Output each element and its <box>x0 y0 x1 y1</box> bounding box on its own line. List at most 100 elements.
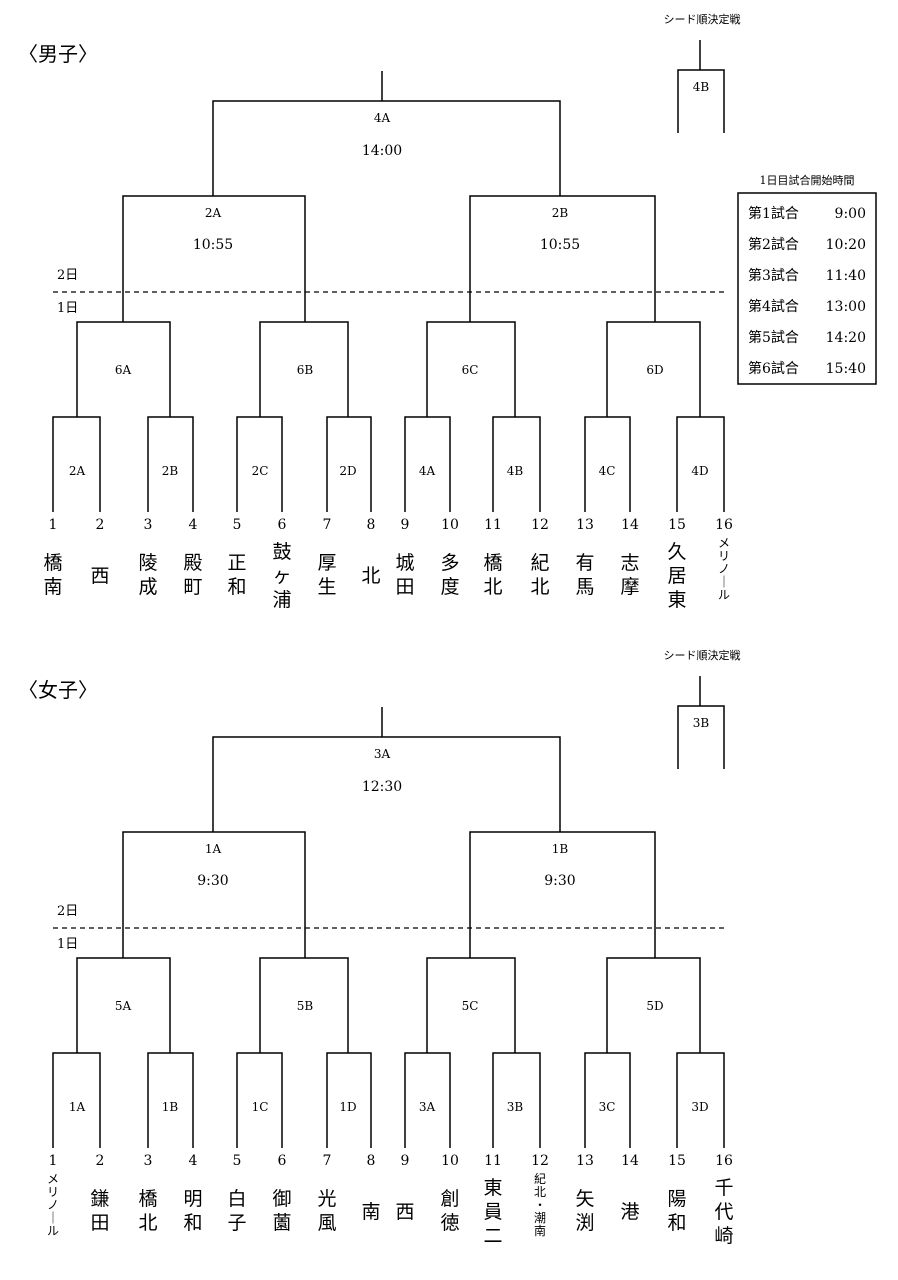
round1-match-code: 2B <box>162 464 179 478</box>
quarterfinal-match-code: 6B <box>297 363 314 377</box>
day1-label: 1日 <box>57 937 78 952</box>
team-name: 殿町 <box>183 552 202 598</box>
quarterfinal-match-line <box>76 957 171 1053</box>
round1-match-code: 3C <box>599 1100 616 1114</box>
team-number: 15 <box>668 517 686 533</box>
team-number: 12 <box>531 1153 549 1169</box>
final-match-line <box>212 100 561 196</box>
team-name: 多度 <box>440 552 459 598</box>
schedule-row-time: 11:40 <box>826 268 866 284</box>
team-name: 志摩 <box>620 552 639 598</box>
round1-match-line <box>236 416 283 512</box>
schedule-row-time: 9:00 <box>835 206 866 222</box>
schedule-box <box>737 192 877 385</box>
round1-match-line <box>404 1052 451 1148</box>
team-number: 2 <box>96 517 105 533</box>
round1-match-code: 1C <box>252 1100 269 1114</box>
team-number: 7 <box>323 1153 332 1169</box>
semifinal-match-line <box>122 831 306 958</box>
seed-match-code: 4B <box>693 80 710 94</box>
schedule-row-label: 第4試合 <box>748 298 799 315</box>
team-number: 3 <box>144 1153 153 1169</box>
seed-match-title: シード順決定戦 <box>664 648 741 662</box>
quarterfinal-match-line <box>76 321 171 417</box>
quarterfinal-match-line <box>606 957 701 1053</box>
round1-match-line <box>326 416 372 512</box>
team-name: 西 <box>90 565 109 587</box>
section-heading: 〈男子〉 <box>18 42 98 66</box>
team-name: 御薗 <box>272 1188 291 1234</box>
team-number: 14 <box>621 1153 639 1169</box>
team-name: 千代崎 <box>714 1177 733 1247</box>
semifinal-match-line <box>469 195 656 322</box>
team-name: 鎌田 <box>90 1188 109 1234</box>
team-name: 正和 <box>227 552 246 598</box>
quarterfinal-match-code: 5C <box>462 999 479 1013</box>
quarterfinal-match-line <box>259 321 349 417</box>
team-number: 4 <box>189 517 198 533</box>
round1-match-line <box>492 1052 541 1148</box>
team-number: 5 <box>233 1153 242 1169</box>
semifinal-match-code: 2A <box>205 206 222 220</box>
round1-match-line <box>676 1052 725 1148</box>
team-name: 南 <box>361 1201 380 1223</box>
day1-label: 1日 <box>57 301 78 316</box>
team-name: 陽和 <box>667 1188 686 1234</box>
final-match-time: 14:00 <box>362 143 402 159</box>
schedule-row-time: 14:20 <box>826 330 866 346</box>
semifinal-match-line <box>122 195 306 322</box>
round1-match-code: 3A <box>419 1100 436 1114</box>
schedule-row-time: 13:00 <box>826 299 866 315</box>
team-name: 城田 <box>395 552 414 598</box>
final-match-code: 3A <box>374 747 391 761</box>
team-name: 橋北 <box>138 1188 157 1234</box>
round1-match-code: 4A <box>419 464 436 478</box>
team-number: 12 <box>531 517 549 533</box>
semifinal-match-time: 10:55 <box>540 237 580 253</box>
quarterfinal-match-line <box>426 957 516 1053</box>
team-name: 白子 <box>227 1188 246 1234</box>
semifinal-match-line <box>469 831 656 958</box>
round1-match-line <box>584 1052 631 1148</box>
final-match-code: 4A <box>374 111 391 125</box>
team-number: 9 <box>401 1153 410 1169</box>
round1-match-line <box>52 416 101 512</box>
round1-match-code: 4D <box>691 464 708 478</box>
team-number: 11 <box>484 1153 502 1169</box>
quarterfinal-match-line <box>606 321 701 417</box>
team-name: 創徳 <box>440 1188 459 1234</box>
team-name: メリノ｜ル <box>718 536 730 602</box>
bracket-lines <box>52 40 877 1148</box>
quarterfinal-match-code: 6C <box>462 363 479 377</box>
schedule-row-label: 第5試合 <box>748 329 799 346</box>
semifinal-match-time: 9:30 <box>544 873 575 889</box>
team-name: 橋北 <box>483 552 502 598</box>
schedule-row-time: 10:20 <box>826 237 866 253</box>
seed-match-line <box>677 705 725 769</box>
semifinal-match-time: 10:55 <box>193 237 233 253</box>
team-name: 鼓ヶ浦 <box>272 541 291 611</box>
seed-match-title: シード順決定戦 <box>664 12 741 26</box>
quarterfinal-match-code: 5B <box>297 999 314 1013</box>
quarterfinal-match-code: 5A <box>115 999 132 1013</box>
team-number: 9 <box>401 517 410 533</box>
team-number: 10 <box>441 517 459 533</box>
team-name: 西 <box>395 1201 414 1223</box>
section-heading: 〈女子〉 <box>18 678 98 702</box>
schedule-row-time: 15:40 <box>826 361 866 377</box>
round1-match-code: 2C <box>252 464 269 478</box>
day2-label: 2日 <box>57 268 78 283</box>
team-name: 光風 <box>317 1188 336 1234</box>
team-number: 14 <box>621 517 639 533</box>
schedule-row-label: 第3試合 <box>748 267 799 284</box>
team-number: 5 <box>233 517 242 533</box>
round1-match-code: 1A <box>69 1100 86 1114</box>
team-name: 橋南 <box>43 552 62 598</box>
team-number: 16 <box>715 517 733 533</box>
day2-label: 2日 <box>57 904 78 919</box>
round1-match-code: 3D <box>691 1100 708 1114</box>
schedule-row-label: 第6試合 <box>748 360 799 377</box>
team-number: 13 <box>576 1153 594 1169</box>
schedule-row-label: 第2試合 <box>748 236 799 253</box>
